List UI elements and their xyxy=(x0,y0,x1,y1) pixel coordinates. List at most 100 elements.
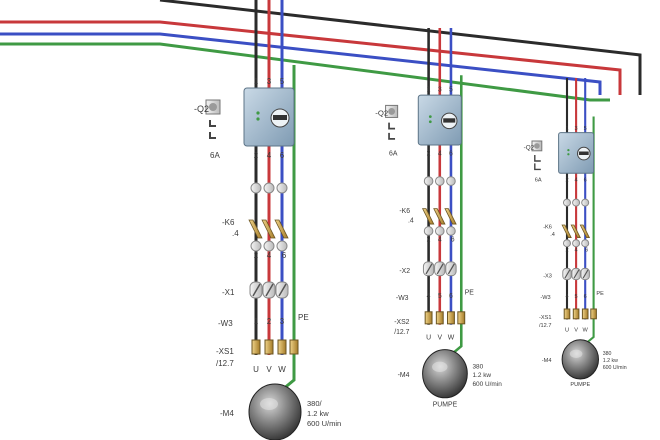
motor-terminal-label: W xyxy=(583,327,589,333)
contactor-ref-label: -K6 xyxy=(222,218,235,227)
connector-pin xyxy=(435,311,444,325)
contactor-cap xyxy=(434,226,445,236)
breaker-body xyxy=(243,87,295,147)
pe-label: PE xyxy=(596,291,604,297)
top-terminal-label: 3 xyxy=(438,87,442,94)
contactor-cap xyxy=(581,239,590,248)
motor-ref-label: -M4 xyxy=(220,409,234,418)
bus-wire-green xyxy=(0,42,610,102)
motor-name-label: PUMPE xyxy=(570,382,590,388)
motor-icon xyxy=(248,383,302,440)
motor-terminal-label: U xyxy=(426,334,431,341)
pe-label: PE xyxy=(465,290,475,297)
terminal-cap xyxy=(572,198,581,207)
cable-ref-label: -W3 xyxy=(540,295,550,301)
bottom-terminal-label: 2 xyxy=(565,178,568,184)
breaker-ref-label: -Q2 xyxy=(524,144,535,151)
contactor-cap xyxy=(563,239,571,248)
cable-terminal-label: 5 xyxy=(438,293,442,300)
cable-ref-label: -W3 xyxy=(396,295,409,302)
connector-pin xyxy=(289,339,299,355)
contactor-cap xyxy=(423,226,434,236)
contactor-sub-label: .4 xyxy=(232,229,239,238)
bottom-terminal-label: 6 xyxy=(584,178,587,184)
bus-wire-black xyxy=(159,0,642,95)
breaker-led xyxy=(567,153,570,156)
terminal-cap xyxy=(263,182,275,194)
connector-ref-label: -XS1 xyxy=(216,347,234,356)
motor-spec-label: 600 U/min xyxy=(307,419,341,428)
motor-terminal-label: W xyxy=(278,365,286,374)
cable-ref-label: -W3 xyxy=(218,319,233,328)
contactor-ref-label: -K6 xyxy=(543,225,552,231)
terminal-cap xyxy=(250,182,262,194)
motor-spec-label: 1.2 kw xyxy=(472,372,491,379)
breaker-ref-label: -Q2 xyxy=(194,104,209,114)
cable-terminal-label: 4 xyxy=(565,294,568,300)
top-terminal-label: 1 xyxy=(565,126,568,132)
terminal-screw xyxy=(425,263,433,275)
motor-spec-label: 600 U/min xyxy=(603,365,627,371)
terminal-screw xyxy=(278,283,287,297)
contactor-contact xyxy=(261,219,276,239)
terminal-cap xyxy=(276,182,288,194)
connector-sub-label: /12.7 xyxy=(539,323,551,329)
contactor-terminal-label: 6 xyxy=(282,251,287,260)
motor-highlight xyxy=(260,398,278,410)
top-terminal-label: 5 xyxy=(584,126,587,132)
terminal-screw xyxy=(582,269,589,279)
contactor-contact xyxy=(433,208,446,225)
contactor-terminal-label: 6 xyxy=(585,248,588,254)
contactor-contact xyxy=(274,219,289,239)
contactor-sub-label: .4 xyxy=(550,232,555,238)
breaker-led xyxy=(256,111,260,115)
contactor-ref-label: -K6 xyxy=(399,208,410,215)
breaker-led xyxy=(428,115,432,118)
top-terminal-label: 5 xyxy=(449,87,453,94)
motor-icon xyxy=(422,349,468,399)
contactor-contact xyxy=(248,219,263,239)
aux-switch-knob xyxy=(209,103,217,111)
terminal-screw xyxy=(265,283,274,297)
breaker-knob-handle xyxy=(578,151,589,155)
bottom-terminal-label: 2 xyxy=(427,150,431,157)
top-terminal-label: 3 xyxy=(575,126,578,132)
terminal-screw xyxy=(436,263,444,275)
contactor-cap xyxy=(263,240,275,252)
bottom-terminal-label: 2 xyxy=(254,151,259,160)
terminal-cap xyxy=(434,176,445,186)
connector-pin xyxy=(457,311,466,325)
contactor-terminal-label: 2 xyxy=(254,251,259,260)
terminal-block-ref-label: -X3 xyxy=(543,274,552,280)
bottom-terminal-label: 4 xyxy=(438,150,442,157)
motor-spec-label: 1.2 kw xyxy=(307,409,329,418)
motor-highlight xyxy=(569,349,583,358)
motor-terminal-label: W xyxy=(448,334,455,341)
top-terminal-label: 3 xyxy=(267,77,272,86)
connector-sub-label: /12.7 xyxy=(216,359,234,368)
bottom-terminal-label: 4 xyxy=(575,178,578,184)
contactor-contact xyxy=(570,224,581,238)
contactor-contact xyxy=(444,208,457,225)
cable-terminal-label: 1 xyxy=(254,317,259,326)
contactor-contact xyxy=(579,224,591,238)
connector-pin xyxy=(563,308,571,320)
bottom-terminal-label: 6 xyxy=(280,151,285,160)
motor-terminal-label: U xyxy=(565,327,569,333)
motor-spec-label: 1.2 kw xyxy=(603,358,618,364)
connector-ref-label: -XS1 xyxy=(539,315,551,321)
connector-pin xyxy=(572,308,580,320)
connector-pin xyxy=(447,311,455,325)
connector-pin xyxy=(424,311,433,325)
cable-terminal-label: 3 xyxy=(280,317,285,326)
top-terminal-label: 5 xyxy=(280,77,285,86)
contactor-cap xyxy=(446,226,456,236)
breaker-led xyxy=(256,117,260,121)
terminal-screw xyxy=(564,269,571,279)
motor-spec-label: 380 xyxy=(603,351,612,357)
connector-ref-label: -XS2 xyxy=(394,319,409,326)
cable-terminal-label: 5 xyxy=(575,294,578,300)
